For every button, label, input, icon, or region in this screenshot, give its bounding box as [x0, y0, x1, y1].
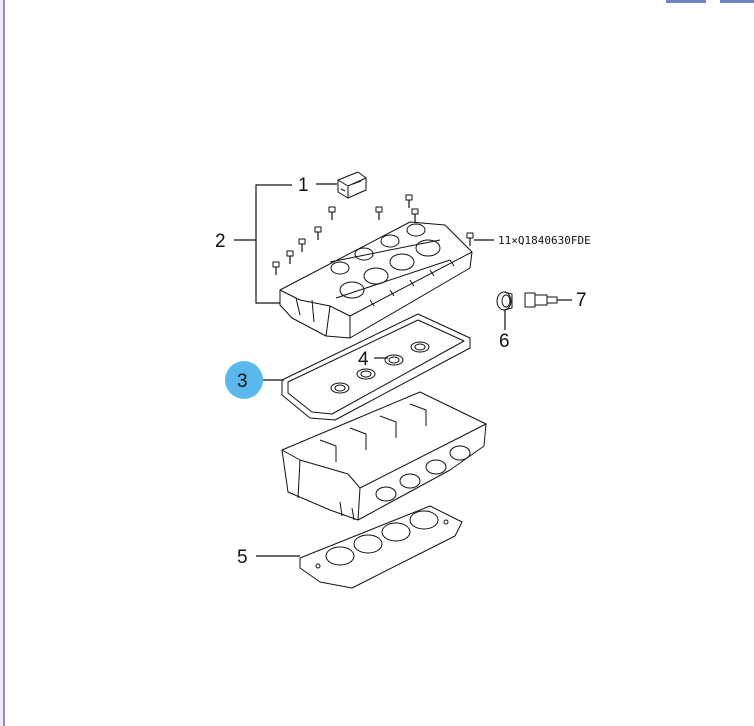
top-tab-1	[666, 0, 706, 3]
top-tab-2	[720, 0, 754, 3]
callout-4[interactable]: 4	[358, 349, 369, 370]
pcv-valve	[524, 292, 558, 308]
callout-2[interactable]: 2	[215, 231, 226, 252]
window-left-border	[0, 0, 5, 726]
callout-6[interactable]: 6	[499, 331, 510, 352]
cylinder-head-cover	[279, 221, 473, 339]
callout-5[interactable]: 5	[237, 547, 248, 568]
spark-plug-seals	[330, 341, 430, 394]
oil-filler-cap	[337, 171, 367, 199]
part-code-label: 11×Q1840630FDE	[498, 234, 591, 247]
grommet-seal	[496, 291, 513, 311]
callout-3[interactable]: 3	[237, 371, 248, 392]
callout-3-highlight[interactable]	[225, 361, 263, 399]
cover-gasket	[281, 313, 471, 421]
leader-lines	[234, 183, 572, 557]
cover-bolts	[272, 194, 474, 275]
head-gasket	[299, 505, 463, 589]
cylinder-head	[281, 391, 487, 521]
callout-1[interactable]: 1	[298, 175, 309, 196]
callout-7[interactable]: 7	[576, 290, 587, 311]
